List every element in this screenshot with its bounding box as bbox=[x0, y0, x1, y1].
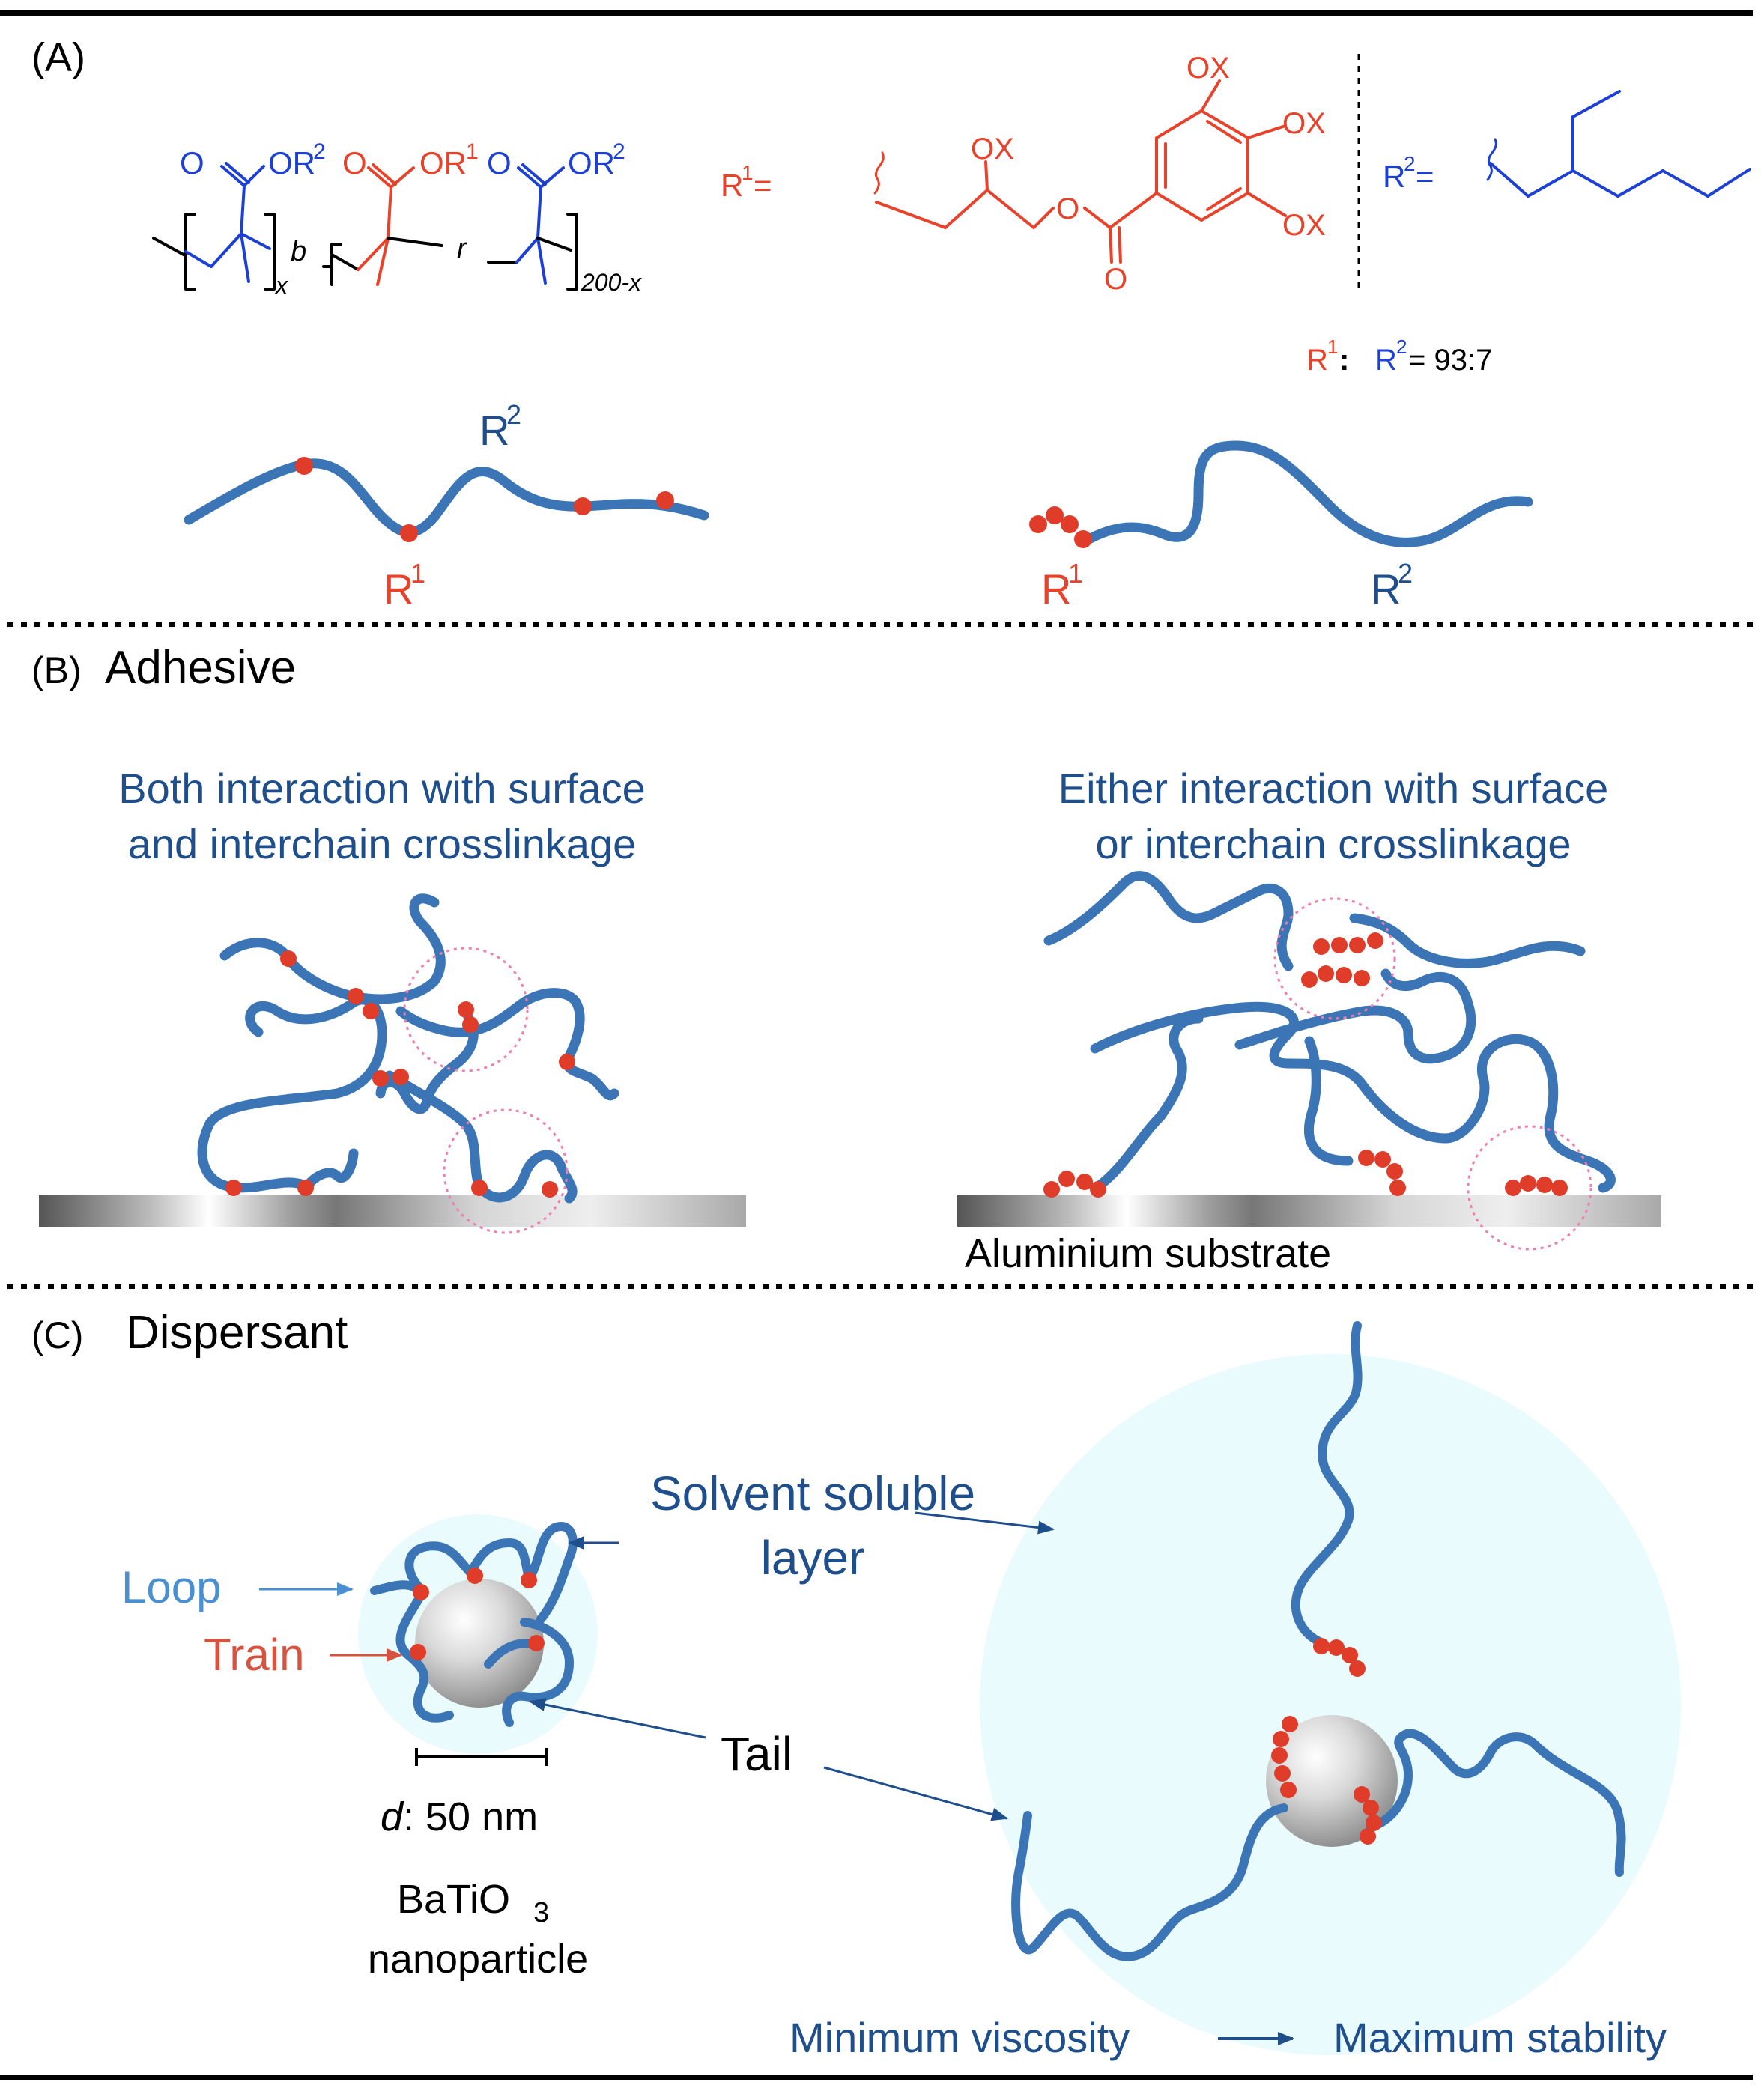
right-chains bbox=[1043, 871, 1616, 1193]
panel-c: (C) Dispersant Loop Train Solvent solubl… bbox=[31, 1307, 1681, 2061]
poly-b-label: b bbox=[291, 236, 306, 267]
random-r2-sup: 2 bbox=[506, 399, 521, 430]
max-stability-label: Maximum stability bbox=[1333, 2014, 1667, 2061]
random-r2: R bbox=[479, 407, 509, 454]
r1-ox-3: OX bbox=[1282, 107, 1326, 140]
solvent-label-1: Solvent soluble bbox=[650, 1466, 975, 1520]
panel-c-title: Dispersant bbox=[126, 1307, 348, 1359]
poly-or2-2: OR bbox=[568, 145, 615, 180]
right-highlight-2 bbox=[1467, 1125, 1592, 1251]
poly-o-1: O bbox=[180, 145, 204, 180]
particle-desc: nanoparticle bbox=[368, 1937, 588, 1982]
left-highlight-1 bbox=[403, 947, 529, 1072]
small-dots bbox=[410, 1568, 545, 1660]
poly-or2-1: OR bbox=[268, 145, 315, 180]
ratio-value: = 93:7 bbox=[1408, 344, 1492, 377]
polymer-structure bbox=[152, 162, 578, 291]
poly-x-label: x bbox=[274, 272, 288, 299]
loop-label: Loop bbox=[121, 1562, 221, 1612]
large-particle bbox=[1266, 1715, 1398, 1847]
right-caption-2: or interchain crosslinkage bbox=[1096, 820, 1571, 867]
r1-structure bbox=[873, 79, 1287, 264]
block-dot-1 bbox=[1029, 515, 1047, 533]
left-chains bbox=[197, 893, 619, 1204]
min-viscosity-label: Minimum viscosity bbox=[789, 2014, 1130, 2061]
left-dots bbox=[225, 950, 575, 1198]
substrate-right bbox=[957, 1195, 1661, 1227]
block-r1-sup: 1 bbox=[1068, 558, 1083, 589]
panel-a-label: (A) bbox=[31, 35, 85, 80]
block-chain bbox=[1081, 440, 1533, 547]
poly-sup2-1: 2 bbox=[313, 139, 326, 164]
block-r1: R bbox=[1041, 565, 1071, 613]
block-dot-4 bbox=[1074, 530, 1092, 548]
bottom-border bbox=[0, 2075, 1753, 2080]
random-chain bbox=[184, 458, 709, 538]
tail-arrow-right bbox=[823, 1766, 1008, 1821]
poly-o-2: O bbox=[342, 145, 367, 180]
right-highlight-1 bbox=[1273, 897, 1396, 1020]
r1-ox-2: OX bbox=[1186, 52, 1230, 85]
poly-n-label: 200-x bbox=[581, 269, 642, 296]
small-particle bbox=[415, 1579, 544, 1708]
random-r1: R bbox=[384, 565, 413, 613]
r2-structure bbox=[1486, 90, 1751, 198]
substrate-label: Aluminium substrate bbox=[965, 1231, 1331, 1276]
r2-def-sup: 2 bbox=[1404, 152, 1416, 175]
r1-def-r: R bbox=[721, 168, 743, 203]
particle-name: BaTiO bbox=[397, 1877, 510, 1922]
r1-ox-1: OX bbox=[971, 133, 1014, 166]
top-border bbox=[0, 10, 1753, 16]
ratio-sup2: 2 bbox=[1396, 336, 1407, 358]
poly-o-3: O bbox=[487, 145, 512, 180]
random-dot-2 bbox=[400, 524, 418, 542]
left-highlight-2 bbox=[443, 1108, 569, 1234]
r2-def-r: R bbox=[1383, 159, 1405, 194]
ratio-r1: R bbox=[1306, 344, 1328, 377]
solvent-label-2: layer bbox=[761, 1531, 865, 1585]
block-r2-sup: 2 bbox=[1398, 558, 1413, 589]
tail-arrow-left bbox=[529, 1698, 706, 1739]
particle-sub: 3 bbox=[533, 1897, 549, 1928]
substrate-left bbox=[39, 1195, 746, 1227]
poly-sup2-2: 2 bbox=[613, 139, 625, 164]
left-caption-2: and interchain crosslinkage bbox=[128, 820, 637, 867]
ratio-r2: R bbox=[1375, 344, 1397, 377]
r2-def-eq: = bbox=[1416, 159, 1434, 194]
scale-d: d bbox=[381, 1794, 404, 1839]
panel-b: (B) Adhesive Both interaction with surfa… bbox=[31, 642, 1661, 1276]
poly-or1: OR bbox=[419, 145, 467, 180]
random-r1-sup: 1 bbox=[410, 558, 425, 589]
r1-o-ester: O bbox=[1056, 192, 1079, 225]
ratio-colon: : bbox=[1339, 344, 1349, 377]
tail-label: Tail bbox=[721, 1727, 792, 1781]
random-dot-4 bbox=[656, 491, 674, 509]
panel-b-label: (B) bbox=[31, 649, 82, 691]
block-dot-2 bbox=[1046, 506, 1064, 524]
right-dots bbox=[1043, 932, 1568, 1198]
ratio-sup1: 1 bbox=[1327, 336, 1338, 358]
random-dot-1 bbox=[295, 457, 313, 475]
poly-sup1: 1 bbox=[466, 139, 479, 164]
large-chains bbox=[1011, 1321, 1626, 1961]
poly-r-label: r bbox=[457, 233, 467, 264]
block-dot-3 bbox=[1061, 515, 1079, 533]
right-caption-1: Either interaction with surface bbox=[1058, 765, 1609, 812]
r1-def-sup: 1 bbox=[742, 161, 754, 184]
random-dot-3 bbox=[574, 497, 592, 515]
r1-o-carbonyl: O bbox=[1104, 263, 1127, 296]
block-r2: R bbox=[1371, 565, 1401, 613]
panel-c-label: (C) bbox=[31, 1314, 83, 1356]
r1-ox-4: OX bbox=[1282, 209, 1326, 242]
scale-value: : 50 nm bbox=[403, 1794, 538, 1839]
large-halo bbox=[980, 1354, 1681, 2055]
solvent-arrow-right bbox=[915, 1511, 1055, 1535]
panel-a: (A) bbox=[31, 35, 1751, 613]
large-dots bbox=[1271, 1638, 1382, 1845]
train-label: Train bbox=[204, 1630, 304, 1680]
panel-b-title: Adhesive bbox=[105, 642, 296, 694]
left-caption-1: Both interaction with surface bbox=[118, 765, 645, 812]
r1-def-eq: = bbox=[754, 168, 772, 203]
